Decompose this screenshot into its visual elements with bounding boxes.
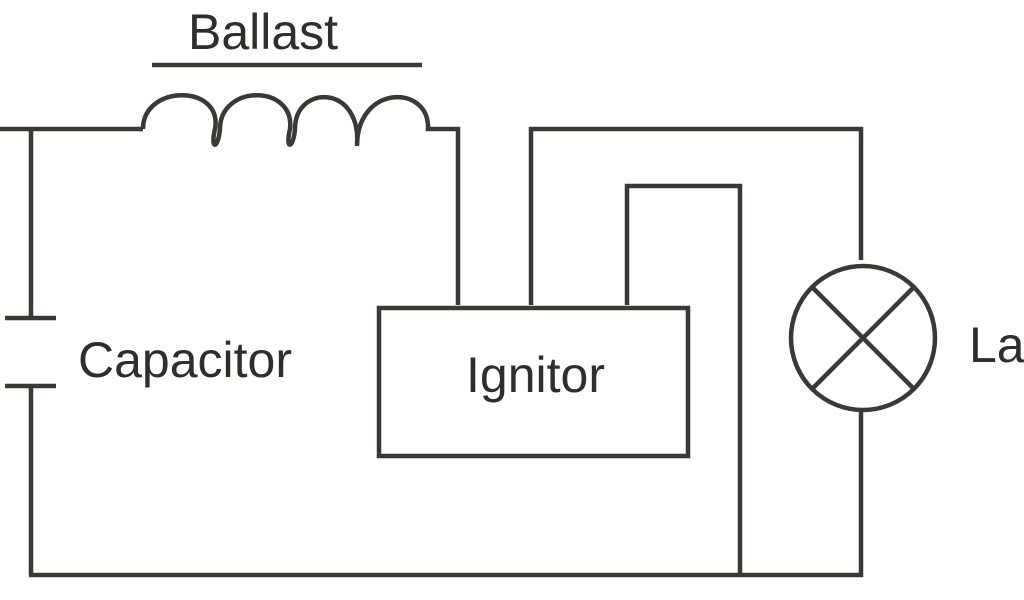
capacitor-label: Capacitor — [78, 332, 292, 388]
ignitor-box — [376, 305, 691, 459]
ignitor-label: Ignitor — [466, 347, 605, 403]
lamp-label: La — [969, 317, 1024, 373]
lamp-cross-b — [810, 285, 916, 391]
ignitor-to-lamp-wire — [528, 126, 864, 305]
ballast-coil — [140, 93, 461, 305]
ignitor-return-wire — [624, 183, 743, 577]
ballast-label: Ballast — [188, 4, 338, 60]
